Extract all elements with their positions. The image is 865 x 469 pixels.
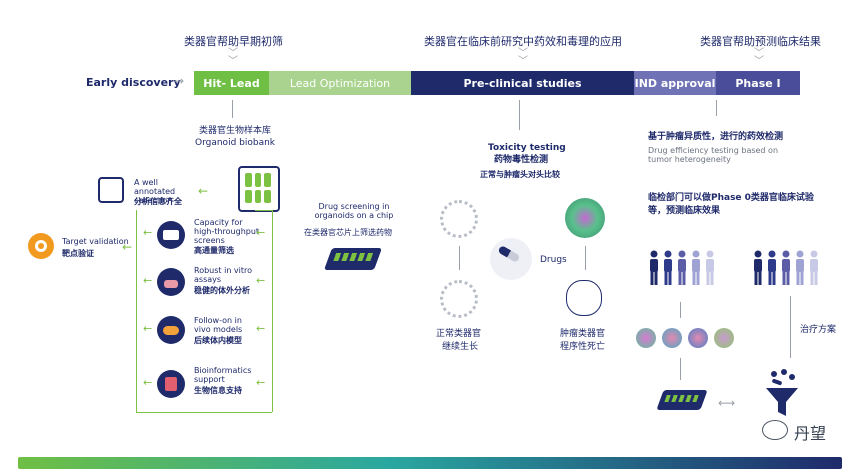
arrow-down-icon [232,100,233,118]
person-icon [794,250,806,290]
arrow-up-icon [790,296,791,358]
arrow-left-icon: ← [122,240,133,254]
biobank-en: Organoid biobank [195,138,276,148]
connector-line [136,210,137,412]
assay-icon [157,268,185,296]
connector-line [255,210,272,211]
organoid-plate-icon [238,166,280,212]
target-en: Target validation [62,237,129,246]
arrow-left-icon: ← [256,274,266,287]
tumor-organoid-icon [565,198,605,238]
efficacy-cn: 基于肿瘤异质性，进行的药效检测 [648,132,784,142]
arrow-left-icon: ← [198,184,209,198]
toxicity-en: Toxicity testing [488,143,566,153]
arrow-left-icon: ← [143,274,153,287]
chip-cn: 在类器官芯片上筛选药物 [304,228,392,237]
capsule-icon [490,238,532,280]
phase0-cn: 临检部门可以做Phase 0类器官临床试验等，预测临床效果 [648,193,814,216]
tumor-cn2: 程序性死亡 [560,342,606,352]
arrow-left-icon: ← [256,322,266,335]
person-icon [780,250,792,290]
watermark-text: 丹望 [794,424,827,443]
normal-cn2: 继续生长 [442,342,479,352]
capacity-cn: 高通量筛选 [194,246,234,255]
person-icon [752,250,764,290]
normal-cn1: 正常类器官 [436,329,482,339]
bioinfo-en: Bioinformatics support [194,366,252,384]
annotated-cn: 分析信息齐全 [134,197,182,206]
stage-lead-optimization: Lead Optimization [269,71,411,95]
arrow-left-icon: ← [143,226,153,239]
efficacy-en: Drug efficiency testing based on tumor h… [648,146,779,164]
toxicity-cn: 药物毒性检测 [494,155,549,165]
chevron-down-icon: ﹀﹀ [228,48,238,67]
robust-cn: 稳健的体外分析 [194,286,250,295]
dead-organoid-icon [566,280,602,316]
chevron-down-icon: ﹀﹀ [754,48,764,67]
robust-en: Robust in vitro assays [194,266,253,284]
chip-icon [323,248,383,270]
arrow-right-icon: → [174,74,185,88]
arrow-down-icon [680,358,681,380]
followon-cn: 后续体内模型 [194,336,242,345]
patient-organoid-icon [662,328,682,348]
bioinfo-cn: 生物信息支持 [194,386,242,395]
header-clinical: 类器官帮助预测临床结果 [700,35,821,48]
header-preclinical: 类器官在临床前研究中药效和毒理的应用 [424,35,622,48]
stage-preclinical: Pre-clinical studies [411,71,634,95]
stage-ind: IND approval [634,71,716,95]
person-icon [676,250,688,290]
arrow-left-icon: ← [256,376,266,389]
chevron-down-icon: ﹀﹀ [518,48,528,67]
patient-organoid-icon [636,328,656,348]
funnel-icon [762,368,802,420]
stage-phase1: Phase I [716,71,800,95]
wechat-logo-icon [762,420,788,440]
target-cn: 靶点验证 [62,249,94,258]
person-icon [690,250,702,290]
chip-icon [656,390,708,410]
early-discovery-label: Early discovery [86,76,181,89]
arrow-down-icon [585,246,586,270]
person-icon [648,250,660,290]
followon-en: Follow-on in vivo models [194,316,243,334]
mouse-icon [157,316,185,344]
arrow-down-icon [459,246,460,270]
normal-organoid-icon [440,280,478,318]
double-arrow-icon: ⟷ [718,396,736,410]
arrow-left-icon: ← [143,322,153,335]
capacity-en: Capacity for high-throughput screens [194,218,260,245]
biobank-cn: 类器官生物样本库 [199,126,272,136]
bottom-gradient-bar [18,457,842,469]
bioinformatics-icon [157,370,185,398]
treatment-label: 治疗方案 [800,325,837,335]
person-icon [704,250,716,290]
arrow-down-icon [519,100,520,130]
patient-organoid-icon [688,328,708,348]
person-icon [662,250,674,290]
arrow-left-icon: ← [143,376,153,389]
database-icon [98,177,124,203]
toxicity-cn2: 正常与肿瘤头对头比较 [480,170,560,179]
tumor-cn1: 肿瘤类器官 [560,329,606,339]
person-icon [766,250,778,290]
annotated-en: A well annotated collection [134,178,176,205]
target-icon [28,233,54,259]
arrow-left-icon: ← [256,226,266,239]
drugs-label: Drugs [540,255,567,265]
connector-line [136,412,272,413]
chip-en: Drug screening in organoids on a chip [314,202,394,220]
arrow-down-icon [716,100,717,116]
plate-icon [157,221,185,249]
header-early: 类器官帮助早期初筛 [184,35,283,48]
arrow-down-icon [680,302,681,318]
normal-organoid-icon [440,200,478,238]
patient-organoid-icon [714,328,734,348]
person-icon [808,250,820,290]
stage-hit-lead: Hit- Lead [194,71,269,95]
connector-line [272,210,273,412]
